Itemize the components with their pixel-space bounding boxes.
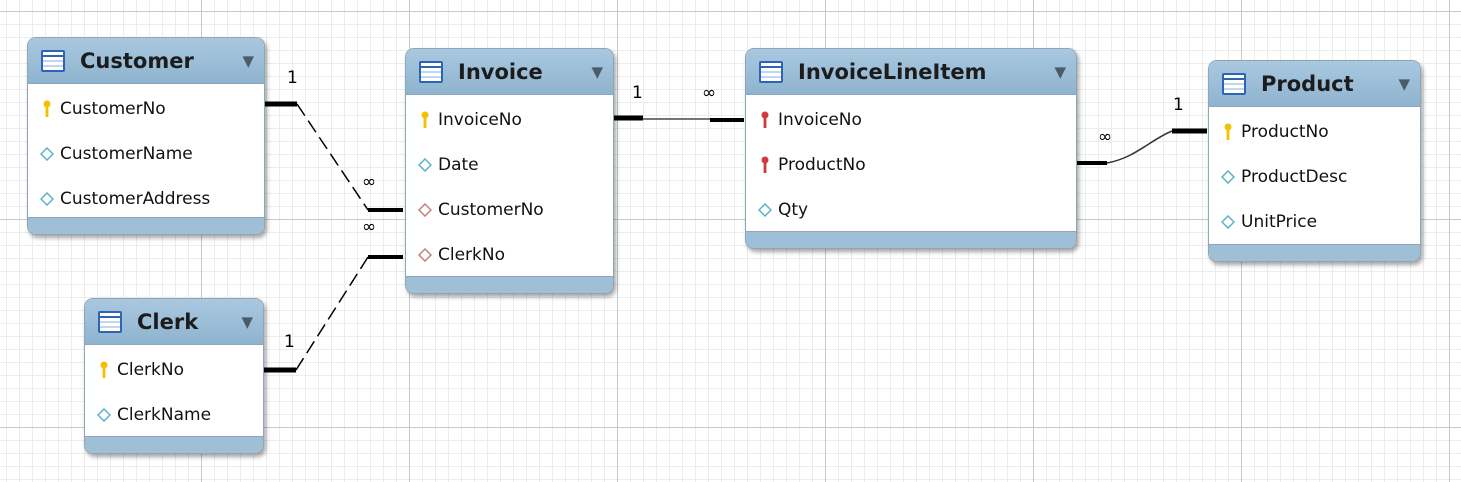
attribute-icon — [95, 407, 113, 422]
foreign-key-icon — [756, 111, 774, 129]
attribute-icon — [416, 157, 434, 172]
connector-lineitem-product[interactable] — [1075, 128, 1207, 165]
field-row[interactable]: CustomerNo — [28, 86, 264, 131]
primary-key-icon — [1219, 123, 1237, 141]
connector-clerk-invoice[interactable] — [262, 255, 403, 373]
entity-header-product[interactable]: Product ▼ — [1209, 61, 1420, 107]
field-row[interactable]: Qty — [746, 187, 1076, 232]
field-name: InvoiceNo — [778, 109, 862, 130]
field-name: CustomerNo — [438, 199, 544, 220]
connector-customer-invoice[interactable] — [263, 101, 403, 212]
entity-invoicelineitem[interactable]: InvoiceLineItem ▼ InvoiceNo ProductNo Qt… — [745, 48, 1077, 249]
cardinality-one-product: 1 — [1173, 95, 1184, 115]
entity-title: Product — [1261, 71, 1354, 96]
field-row[interactable]: CustomerName — [28, 131, 264, 176]
attribute-icon — [1219, 214, 1237, 229]
table-icon — [419, 60, 443, 83]
cardinality-many-clerk: ∞ — [362, 217, 377, 237]
table-icon — [98, 310, 122, 333]
entity-footer — [85, 436, 263, 453]
field-row[interactable]: CustomerNo — [406, 187, 613, 232]
entity-footer — [1209, 244, 1420, 261]
table-icon — [759, 60, 783, 83]
entity-product[interactable]: Product ▼ ProductNo ProductDesc UnitPric… — [1208, 60, 1421, 262]
field-row[interactable]: Date — [406, 142, 613, 187]
attribute-icon — [38, 146, 56, 161]
table-icon — [1222, 72, 1246, 95]
entity-footer — [746, 231, 1076, 248]
field-name: Date — [438, 154, 479, 175]
field-name: CustomerName — [60, 143, 193, 164]
field-name: Qty — [778, 199, 809, 220]
field-row[interactable]: ProductNo — [1209, 109, 1420, 154]
dropdown-triangle-icon[interactable]: ▼ — [1398, 74, 1410, 93]
entity-invoice[interactable]: Invoice ▼ InvoiceNo Date CustomerNo Cler… — [405, 48, 614, 294]
attribute-icon — [1219, 169, 1237, 184]
field-row[interactable]: ClerkNo — [85, 347, 263, 392]
entity-customer[interactable]: Customer ▼ CustomerNo CustomerName Custo… — [27, 37, 265, 235]
attribute-icon — [38, 191, 56, 206]
field-name: ProductNo — [778, 154, 866, 175]
field-row[interactable]: ClerkName — [85, 392, 263, 437]
field-row[interactable]: CustomerAddress — [28, 176, 264, 221]
entity-title: Customer — [80, 48, 194, 73]
field-name: ProductDesc — [1241, 166, 1348, 187]
entity-header-clerk[interactable]: Clerk ▼ — [85, 299, 263, 345]
field-row[interactable]: InvoiceNo — [406, 97, 613, 142]
entity-header-invoicelineitem[interactable]: InvoiceLineItem ▼ — [746, 49, 1076, 95]
field-row[interactable]: UnitPrice — [1209, 199, 1420, 244]
field-name: ClerkNo — [438, 244, 506, 265]
entity-header-customer[interactable]: Customer ▼ — [28, 38, 264, 84]
field-row[interactable]: ProductDesc — [1209, 154, 1420, 199]
cardinality-one-customer: 1 — [287, 68, 298, 88]
field-name: UnitPrice — [1241, 211, 1318, 232]
cardinality-many-lineitem-product: ∞ — [1098, 127, 1113, 147]
cardinality-many-lineitem: ∞ — [702, 83, 717, 103]
entity-title: InvoiceLineItem — [798, 59, 987, 84]
primary-key-icon — [416, 111, 434, 129]
field-name: CustomerAddress — [60, 188, 211, 209]
fk-attribute-icon — [416, 202, 434, 217]
field-name: ProductNo — [1241, 121, 1329, 142]
cardinality-one-invoice: 1 — [632, 83, 643, 103]
table-icon — [41, 49, 65, 72]
dropdown-triangle-icon[interactable]: ▼ — [242, 51, 254, 70]
entity-footer — [28, 217, 264, 234]
entity-clerk[interactable]: Clerk ▼ ClerkNo ClerkName — [84, 298, 264, 454]
entity-footer — [406, 276, 613, 293]
field-name: ClerkNo — [117, 359, 185, 380]
fk-attribute-icon — [416, 247, 434, 262]
field-row[interactable]: InvoiceNo — [746, 97, 1076, 142]
primary-key-icon — [95, 361, 113, 379]
cardinality-one-clerk: 1 — [284, 332, 295, 352]
field-name: CustomerNo — [60, 98, 166, 119]
field-row[interactable]: ProductNo — [746, 142, 1076, 187]
cardinality-many-customer: ∞ — [362, 172, 377, 192]
foreign-key-icon — [756, 156, 774, 174]
entity-header-invoice[interactable]: Invoice ▼ — [406, 49, 613, 95]
connector-invoice-lineitem[interactable] — [612, 115, 744, 122]
field-row[interactable]: ClerkNo — [406, 232, 613, 277]
dropdown-triangle-icon[interactable]: ▼ — [241, 312, 253, 331]
dropdown-triangle-icon[interactable]: ▼ — [1054, 62, 1066, 81]
field-name: ClerkName — [117, 404, 212, 425]
entity-title: Clerk — [137, 309, 199, 334]
primary-key-icon — [38, 100, 56, 118]
field-name: InvoiceNo — [438, 109, 522, 130]
dropdown-triangle-icon[interactable]: ▼ — [591, 62, 603, 81]
entity-title: Invoice — [458, 59, 543, 84]
attribute-icon — [756, 202, 774, 217]
